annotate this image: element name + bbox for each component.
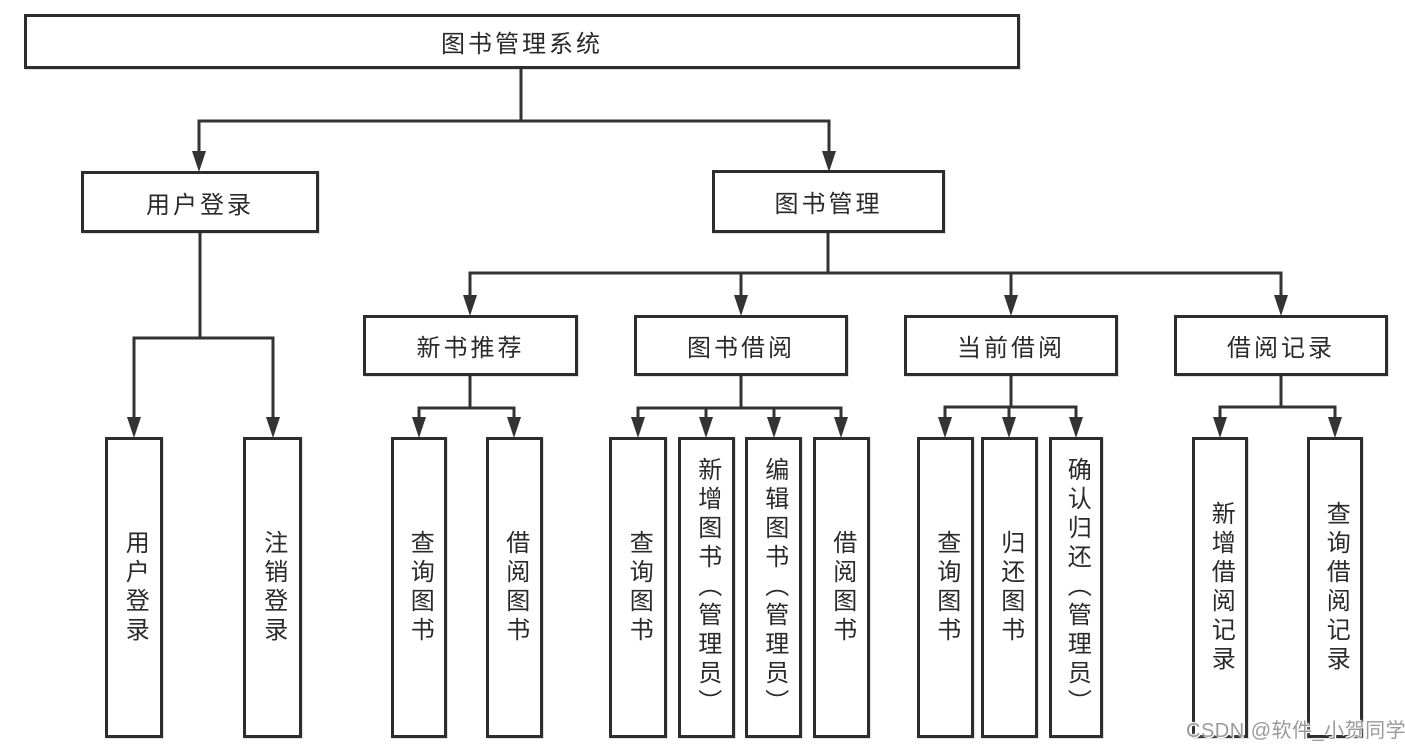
node-label: 查询图书 xyxy=(625,529,653,646)
node-label: 查询借阅记录 xyxy=(1322,500,1350,675)
node-leaf-borrow-books: 借阅图书 xyxy=(813,437,870,738)
node-label: 确认归还（管理员） xyxy=(1063,457,1091,718)
node-leaf-query-books-borrowing: 查询图书 xyxy=(609,437,667,738)
node-new-book-recommend: 新书推荐 xyxy=(363,315,578,376)
node-leaf-borrow-books-recommend: 借阅图书 xyxy=(486,437,543,738)
node-label: 查询图书 xyxy=(406,529,434,646)
node-label: 用户登录 xyxy=(146,191,254,219)
node-book-management: 图书管理 xyxy=(712,170,945,233)
node-label: 归还图书 xyxy=(996,529,1024,646)
node-label: 新书推荐 xyxy=(416,335,525,362)
node-label: 新增图书（管理员） xyxy=(693,457,721,718)
node-leaf-add-borrow-record: 新增借阅记录 xyxy=(1192,437,1248,738)
node-leaf-query-borrow-record: 查询借阅记录 xyxy=(1307,437,1363,738)
node-leaf-query-books-recommend: 查询图书 xyxy=(391,437,447,738)
node-book-borrowing: 图书借阅 xyxy=(634,315,848,376)
node-library-management-system: 图书管理系统 xyxy=(24,14,1020,69)
node-label: 借阅图书 xyxy=(828,529,856,646)
node-label: 编辑图书（管理员） xyxy=(760,457,788,718)
node-user-login: 用户登录 xyxy=(81,171,319,233)
node-label: 图书管理系统 xyxy=(441,31,603,58)
node-leaf-return-books: 归还图书 xyxy=(981,437,1038,738)
node-leaf-confirm-return-admin: 确认归还（管理员） xyxy=(1049,437,1103,738)
node-leaf-edit-books-admin: 编辑图书（管理员） xyxy=(745,437,802,738)
node-label: 查询图书 xyxy=(932,529,960,646)
csdn-watermark: CSDN @软件_小贺同学 xyxy=(1186,720,1405,742)
node-label: 注销登录 xyxy=(259,529,287,646)
node-label: 借阅图书 xyxy=(501,529,529,646)
node-current-borrowing: 当前借阅 xyxy=(904,315,1118,376)
node-label: 新增借阅记录 xyxy=(1207,500,1235,675)
node-label: 图书借阅 xyxy=(687,335,795,362)
node-label: 图书管理 xyxy=(774,191,883,218)
node-leaf-user-login: 用户登录 xyxy=(105,437,163,738)
node-leaf-add-books-admin: 新增图书（管理员） xyxy=(678,437,735,738)
node-leaf-logout: 注销登录 xyxy=(243,437,302,738)
node-label: 用户登录 xyxy=(121,529,149,646)
node-leaf-query-books-current: 查询图书 xyxy=(917,437,974,738)
node-label: 借阅记录 xyxy=(1227,335,1335,362)
node-label: 当前借阅 xyxy=(957,335,1065,362)
node-borrowing-records: 借阅记录 xyxy=(1174,315,1388,376)
